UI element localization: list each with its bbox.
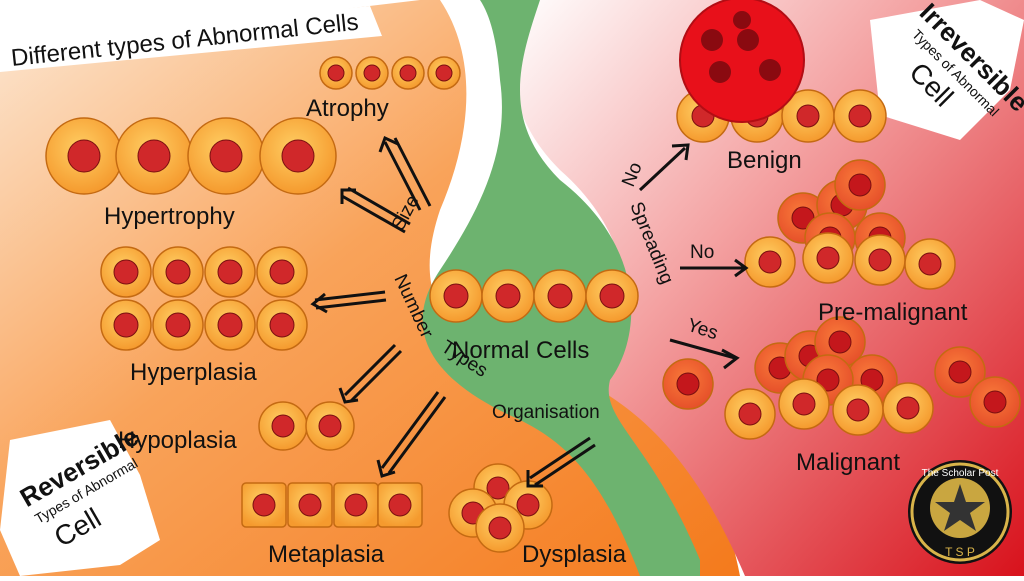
pre-malignant-cell xyxy=(802,232,854,284)
normal-cell xyxy=(481,269,535,323)
hypertrophy-cell xyxy=(115,117,193,195)
pre-malignant-cell xyxy=(854,234,906,286)
irreversible-region xyxy=(512,0,1024,576)
pre-malignant-cell xyxy=(904,238,956,290)
arrowhead-atrophy xyxy=(378,135,399,153)
reversible-badge xyxy=(0,420,160,576)
label-hypoplasia: Hypoplasia xyxy=(118,427,237,454)
hyperplasia-cell xyxy=(100,246,152,298)
malignant-cell xyxy=(778,378,830,430)
metaplasia-cell xyxy=(287,482,333,528)
arrowhead-dysplasia xyxy=(526,470,543,488)
malignant-cell xyxy=(724,388,776,440)
scholar-post-logo: The Scholar Post T S P xyxy=(908,460,1012,564)
hypertrophy-cell xyxy=(45,117,123,195)
arrow-metaplasia xyxy=(380,391,447,474)
arrowhead-hypertrophy xyxy=(340,188,356,204)
malignant-cell xyxy=(882,382,934,434)
label-benign: Benign xyxy=(727,147,802,174)
arrow-malignant xyxy=(669,338,736,360)
arrow-hypoplasia xyxy=(343,343,403,403)
label-pre-malignant: Pre-malignant xyxy=(818,299,968,326)
hyperplasia-cell xyxy=(152,246,204,298)
label-hypertrophy: Hypertrophy xyxy=(104,203,235,230)
arrow-hyperplasia xyxy=(314,290,387,310)
atrophy-cell xyxy=(319,56,353,90)
malignant-cell xyxy=(662,358,714,410)
hypoplasia-cell xyxy=(305,401,355,451)
malignant-cell xyxy=(969,376,1021,428)
arrowhead-hypoplasia xyxy=(338,387,359,404)
atrophy-cell xyxy=(355,56,389,90)
hyperplasia-cell xyxy=(204,299,256,351)
pre-malignant-cell xyxy=(744,236,796,288)
benign-cell xyxy=(781,89,835,143)
label-atrophy: Atrophy xyxy=(306,95,389,122)
label-metaplasia: Metaplasia xyxy=(268,541,385,568)
normal-cell xyxy=(429,269,483,323)
hyperplasia-cell xyxy=(204,246,256,298)
hypoplasia-cell xyxy=(258,401,308,451)
branch-label-no-mid: No xyxy=(690,242,714,263)
normal-cell xyxy=(533,269,587,323)
pre-malignant-cell xyxy=(834,159,886,211)
dysplasia-cell xyxy=(475,503,525,553)
label-dysplasia: Dysplasia xyxy=(522,541,627,568)
malignant-cell xyxy=(832,384,884,436)
benign-blob xyxy=(679,0,805,123)
arrows xyxy=(310,135,749,488)
metaplasia-cell xyxy=(377,482,423,528)
hyperplasia-cell xyxy=(100,299,152,351)
star-icon xyxy=(935,484,985,531)
irreversible-badge xyxy=(870,0,1024,140)
hyperplasia-cell xyxy=(152,299,204,351)
normal-cell xyxy=(585,269,639,323)
arrowhead-metaplasia xyxy=(376,459,396,478)
hyperplasia-cell xyxy=(256,299,308,351)
label-normal-cells: Normal Cells xyxy=(452,337,589,364)
benign-cell xyxy=(833,89,887,143)
arrow-dysplasia xyxy=(529,436,596,487)
atrophy-cell xyxy=(391,56,425,90)
hypertrophy-cell xyxy=(187,117,265,195)
arrowhead-hyperplasia xyxy=(310,292,328,314)
arrowhead-malignant xyxy=(721,348,740,370)
title-banner xyxy=(0,6,382,72)
arrowhead-pre-malignant xyxy=(734,258,749,278)
arrow-benign xyxy=(638,146,687,192)
label-organisation: Organisation xyxy=(492,402,600,423)
atrophy-cell xyxy=(427,56,461,90)
label-hyperplasia: Hyperplasia xyxy=(130,359,257,386)
hypertrophy-cell xyxy=(259,117,337,195)
malignant-cell xyxy=(934,346,986,398)
metaplasia-cell xyxy=(241,482,287,528)
logo-initials: T S P xyxy=(945,545,975,559)
label-malignant: Malignant xyxy=(796,449,900,476)
hyperplasia-cell xyxy=(256,246,308,298)
arrowhead-benign xyxy=(671,143,690,161)
arrow-atrophy xyxy=(383,137,432,211)
metaplasia-cell xyxy=(333,482,379,528)
arrow-hypertrophy xyxy=(341,186,411,234)
logo-ring-text: The Scholar Post xyxy=(922,468,999,479)
